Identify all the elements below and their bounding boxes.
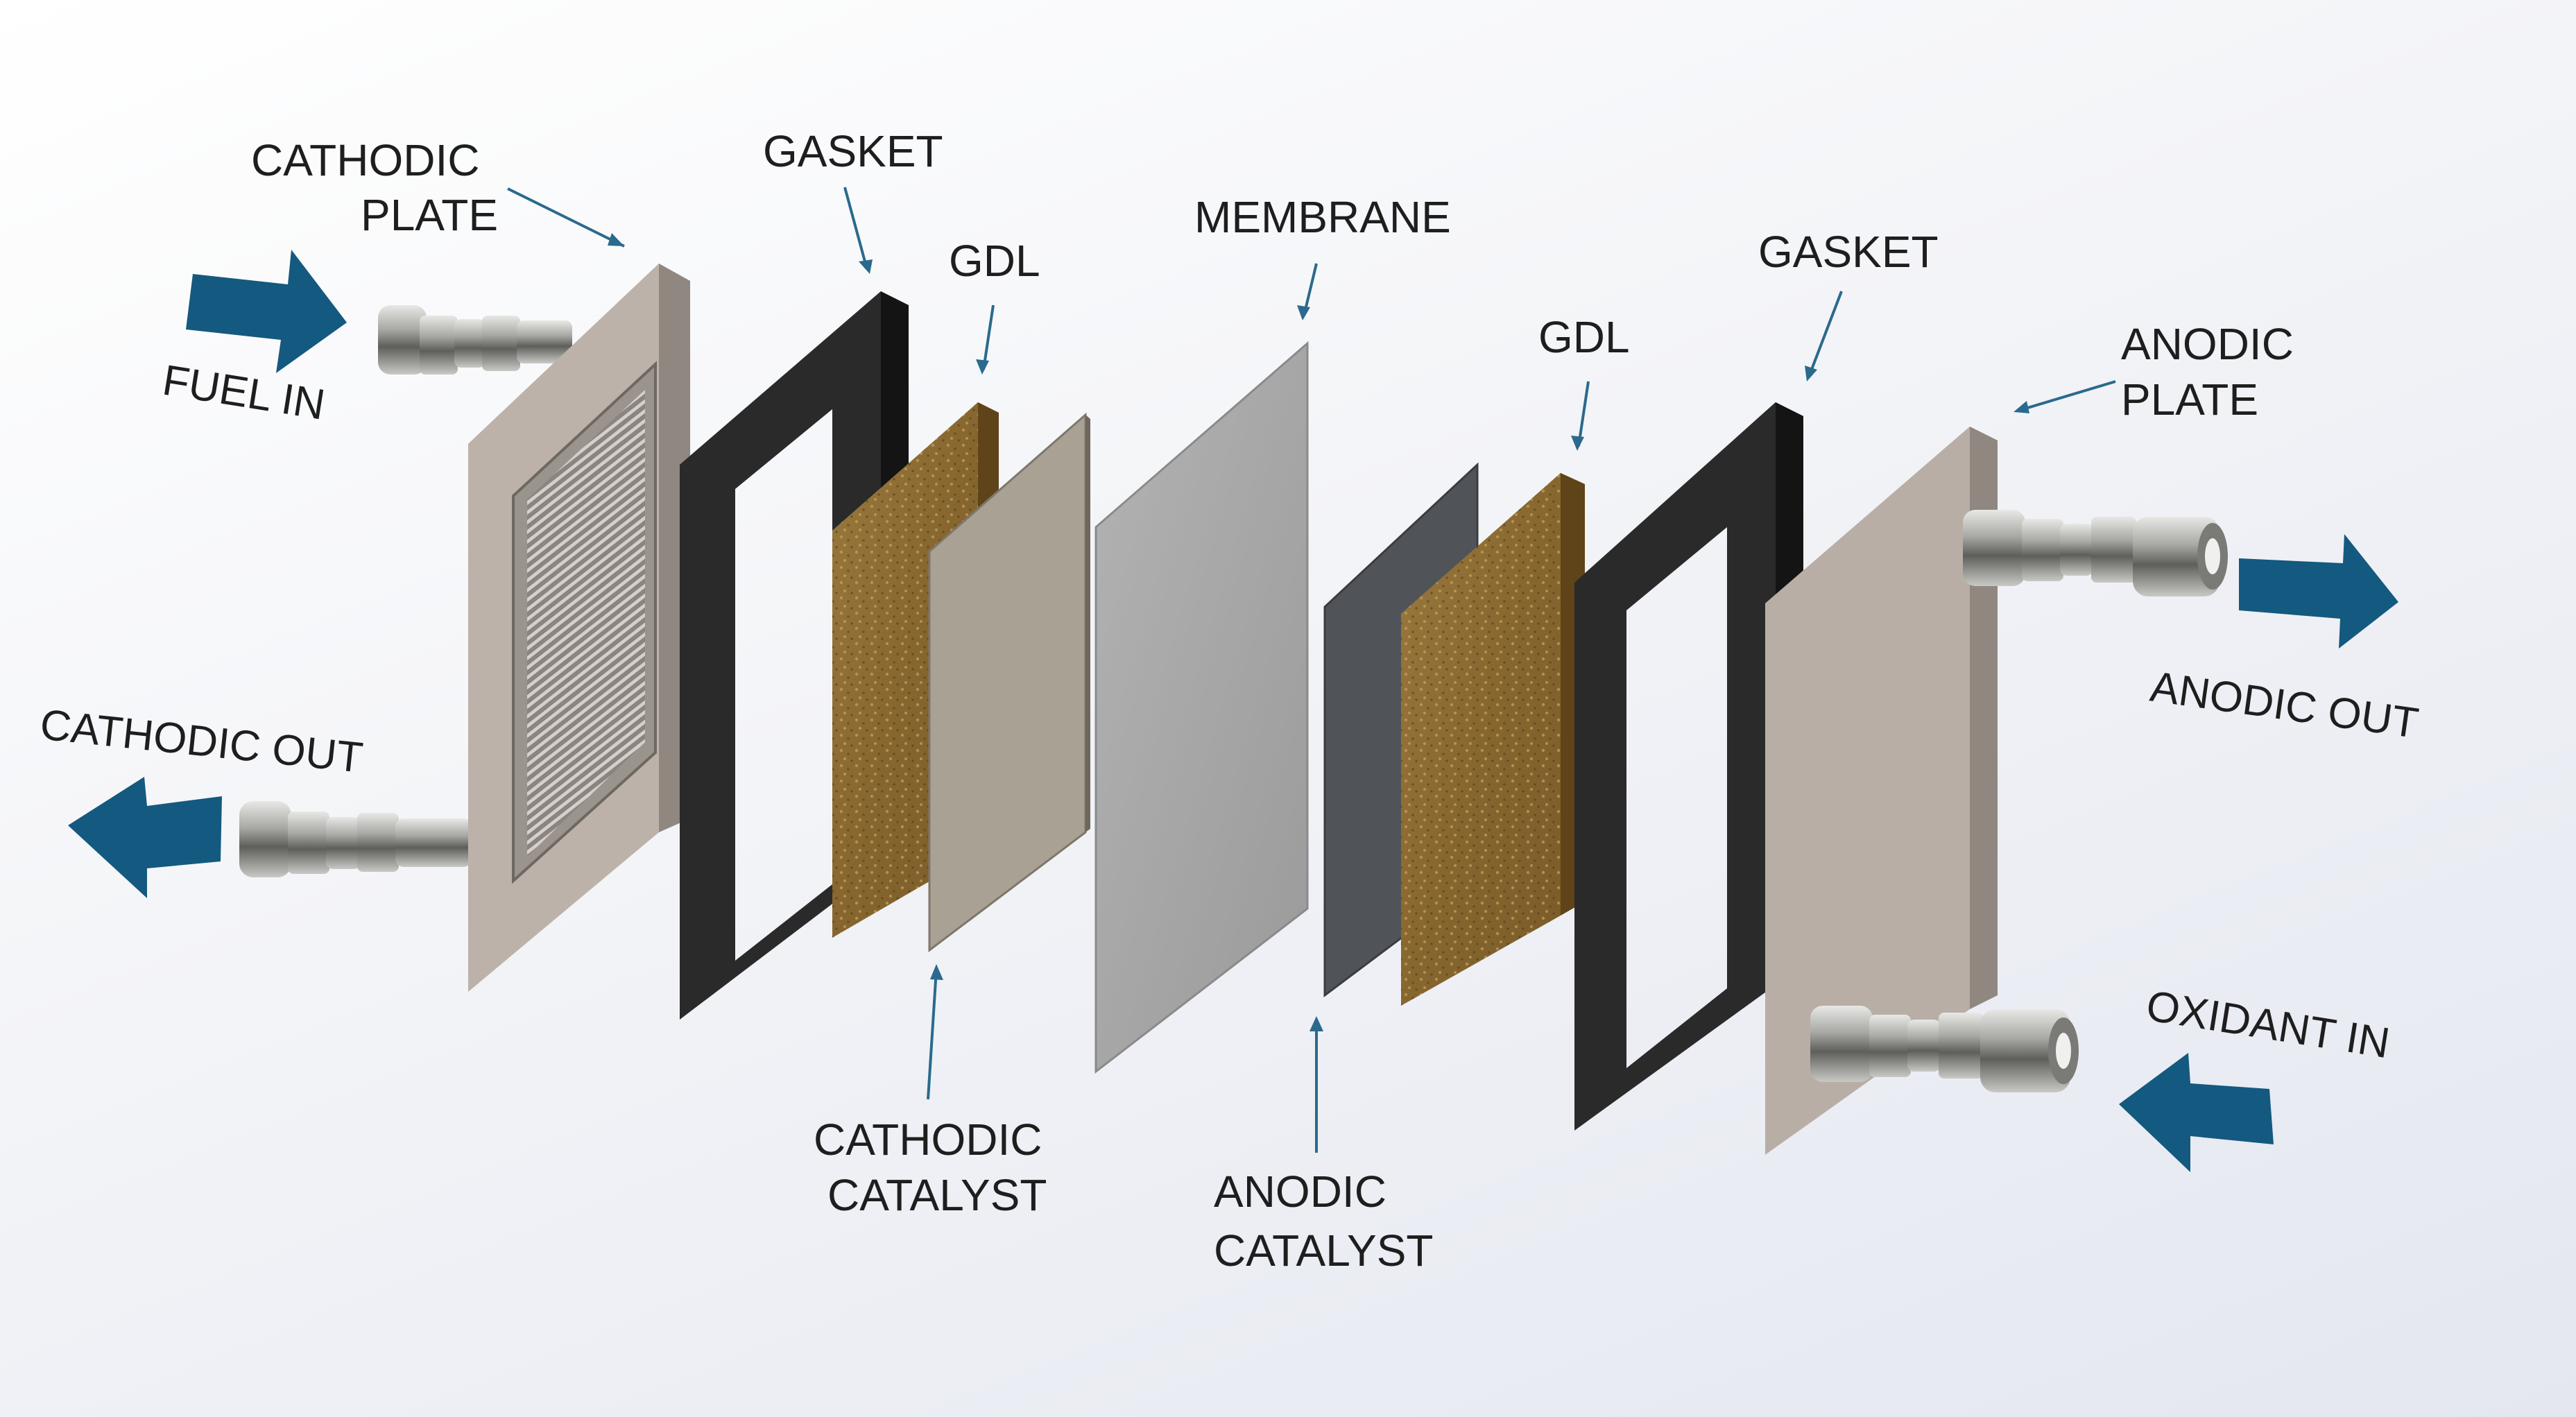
label-cathodic-plate-line1: CATHODIC	[251, 135, 479, 185]
label-membrane: MEMBRANE	[1194, 192, 1451, 242]
label-cathodic-plate-line2: PLATE	[361, 190, 498, 240]
fuel-in-fitting	[378, 305, 572, 375]
label-anodic-catalyst-line1: ANODIC	[1214, 1167, 1386, 1217]
label-anodic-plate-line2: PLATE	[2121, 375, 2258, 424]
label-gdl-right: GDL	[1538, 312, 1630, 362]
label-cathodic-catalyst-line2: CATALYST	[827, 1170, 1047, 1220]
cathodic-out-arrow	[68, 777, 222, 898]
callout-lines	[507, 187, 2116, 1153]
label-gdl-left: GDL	[949, 236, 1040, 286]
label-gasket-left: GASKET	[763, 126, 943, 176]
fuel-in-arrow	[186, 250, 347, 373]
cathodic-out-fitting	[239, 801, 472, 877]
oxidant-in-arrow	[2119, 1053, 2274, 1172]
label-oxidant-in: OXIDANT IN	[2143, 982, 2393, 1067]
cathodic-catalyst	[928, 412, 1090, 953]
anodic-out-arrow	[2239, 534, 2398, 649]
label-anodic-out: ANODIC OUT	[2147, 663, 2421, 748]
cathodic-plate	[468, 264, 690, 992]
anodic-out-fitting	[1963, 510, 2228, 596]
label-fuel-in: FUEL IN	[160, 357, 328, 429]
oxidant-in-fitting	[1810, 1006, 2079, 1092]
label-gasket-right: GASKET	[1758, 227, 1939, 277]
label-cathodic-catalyst-line1: CATHODIC	[814, 1115, 1042, 1165]
label-cathodic-out: CATHODIC OUT	[38, 701, 366, 782]
label-anodic-plate-line1: ANODIC	[2121, 319, 2294, 369]
label-anodic-catalyst-line2: CATALYST	[1214, 1226, 1434, 1276]
membrane	[1094, 341, 1314, 1074]
